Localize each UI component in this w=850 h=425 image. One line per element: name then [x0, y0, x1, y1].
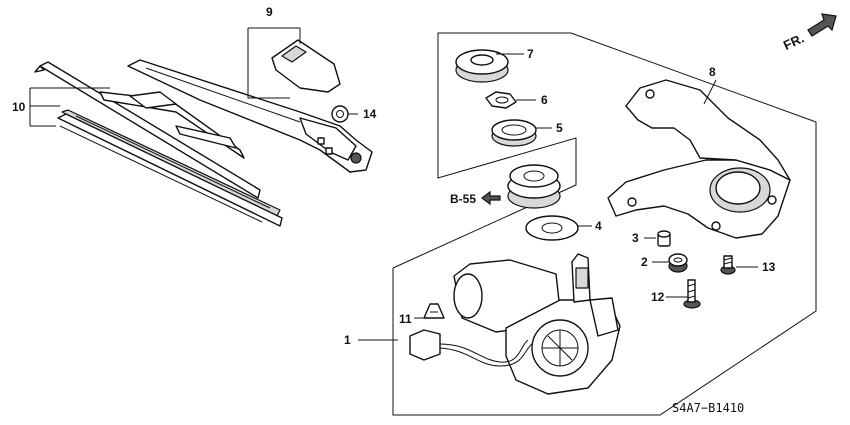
callout-12: 12 — [651, 290, 665, 304]
arm-cap — [271, 39, 341, 93]
callout-11: 11 — [399, 312, 412, 326]
wiper-motor — [409, 253, 621, 395]
part-callouts: 1 2 3 4 5 6 7 8 9 10 11 12 13 14 — [12, 5, 776, 347]
reference-label: B-55 — [450, 192, 476, 206]
rubber-grommet-7 — [455, 49, 509, 83]
grommet-stack — [507, 164, 561, 209]
bolt-12 — [683, 279, 701, 309]
reference-b55: B-55 — [450, 190, 501, 206]
direction-arrow: FR. — [781, 13, 837, 53]
callout-5: 5 — [556, 121, 563, 135]
callout-14: 14 — [363, 107, 377, 121]
bolt-13 — [720, 255, 736, 275]
wiper-blade — [34, 61, 283, 227]
callout-2: 2 — [641, 255, 648, 269]
seal-5 — [491, 119, 537, 147]
callout-4: 4 — [595, 219, 602, 233]
diagram-code: S4A7−B1410 — [672, 401, 744, 415]
motor-bracket — [607, 79, 791, 239]
nut-14 — [331, 105, 349, 123]
collar-3 — [657, 230, 671, 247]
clip-11 — [423, 303, 445, 319]
callout-13: 13 — [762, 260, 776, 274]
callout-7: 7 — [527, 47, 534, 61]
callout-1: 1 — [344, 333, 351, 347]
washer-4 — [525, 215, 579, 241]
leader-lines — [29, 27, 758, 341]
callout-8: 8 — [709, 65, 716, 79]
assembly-frame — [392, 32, 817, 416]
callout-3: 3 — [632, 231, 639, 245]
callout-10: 10 — [12, 100, 26, 114]
wiper-arm — [127, 59, 373, 173]
callout-9: 9 — [266, 5, 273, 19]
nut-6 — [485, 91, 517, 109]
bushing-2 — [668, 253, 688, 273]
direction-label: FR. — [781, 30, 806, 52]
callout-6: 6 — [541, 93, 548, 107]
